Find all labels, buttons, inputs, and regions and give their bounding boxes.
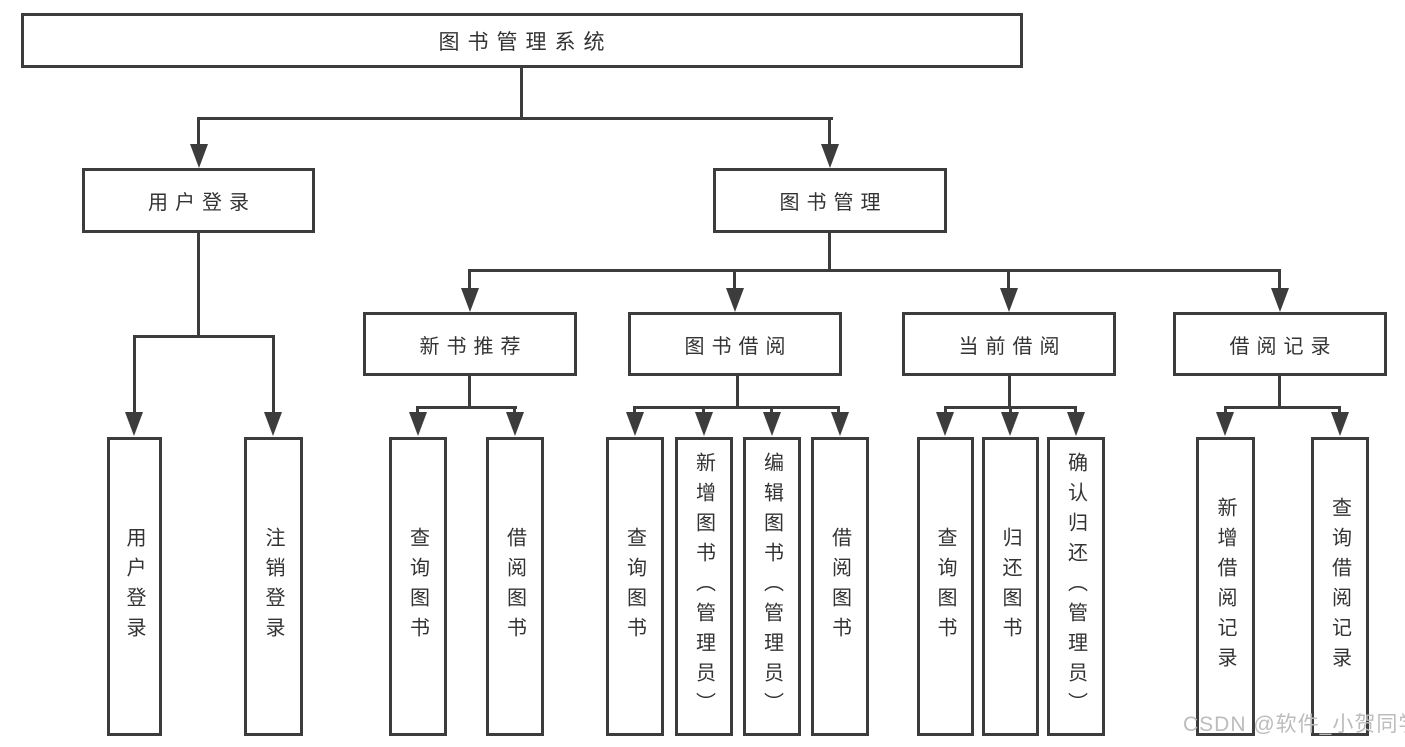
node-book-management-branch: 图书管理 [713, 168, 947, 233]
arrow-down-icon [506, 412, 524, 436]
connector-stub [1007, 269, 1010, 291]
connector-stub [770, 406, 773, 415]
node-borrow-records: 借阅记录 [1173, 312, 1387, 376]
connector-stub [513, 406, 516, 415]
csdn-watermark: CSDN @软件_小贺同学 [1183, 713, 1405, 736]
leaf-query-books-borrowing: 查询图书 [606, 437, 664, 736]
arrow-down-icon [1331, 412, 1349, 436]
arrow-down-icon [626, 412, 644, 436]
connector-stub [1074, 406, 1077, 415]
leaf-add-books-admin: 新增图书（管理员） [675, 437, 733, 736]
connector-root-bar [197, 117, 833, 120]
connector-mgmt-stem [828, 231, 831, 272]
connector-stem [468, 373, 471, 409]
connector-stub [633, 406, 636, 415]
arrow-down-icon [1271, 288, 1289, 312]
connector-stub [1009, 406, 1012, 415]
node-user-login-branch: 用户登录 [82, 168, 315, 233]
arrow-down-icon [409, 412, 427, 436]
connector-stub [133, 335, 136, 415]
arrow-down-icon [831, 412, 849, 436]
connector-stub [1224, 406, 1227, 415]
node-book-borrowing: 图书借阅 [628, 312, 842, 376]
connector-bar [1224, 406, 1341, 409]
connector-stub [702, 406, 705, 415]
leaf-user-login: 用户登录 [107, 437, 162, 736]
connector-stub [828, 117, 831, 147]
connector-stub [837, 406, 840, 415]
arrow-down-icon [726, 288, 744, 312]
leaf-borrow-books: 借阅图书 [811, 437, 869, 736]
leaf-return-books: 归还图书 [982, 437, 1039, 736]
arrow-down-icon [695, 412, 713, 436]
connector-login-stem [197, 231, 200, 338]
connector-stub [944, 406, 947, 415]
arrow-down-icon [264, 412, 282, 436]
node-new-book-recommend: 新书推荐 [363, 312, 577, 376]
arrow-down-icon [821, 144, 839, 168]
arrow-down-icon [763, 412, 781, 436]
leaf-logout: 注销登录 [244, 437, 303, 736]
leaf-add-borrow-record: 新增借阅记录 [1196, 437, 1255, 736]
leaf-query-books-recommend: 查询图书 [389, 437, 447, 736]
connector-login-bar [133, 335, 275, 338]
leaf-query-borrow-record: 查询借阅记录 [1311, 437, 1369, 736]
arrow-down-icon [1000, 288, 1018, 312]
connector-stem [1008, 373, 1011, 409]
arrow-down-icon [936, 412, 954, 436]
arrow-down-icon [1067, 412, 1085, 436]
leaf-borrow-books-recommend: 借阅图书 [486, 437, 544, 736]
connector-bar [633, 406, 840, 409]
connector-stub [416, 406, 419, 415]
connector-bar [416, 406, 517, 409]
connector-stem [1278, 373, 1281, 409]
connector-stub [1338, 406, 1341, 415]
connector-stem [736, 373, 739, 409]
arrow-down-icon [1216, 412, 1234, 436]
connector-stub [468, 269, 471, 291]
connector-root-stem [520, 67, 523, 120]
connector-stub [1278, 269, 1281, 291]
arrow-down-icon [125, 412, 143, 436]
node-current-borrowing: 当前借阅 [902, 312, 1116, 376]
leaf-confirm-return-admin: 确认归还（管理员） [1047, 437, 1105, 736]
arrow-down-icon [190, 144, 208, 168]
connector-mgmt-bar [468, 269, 1281, 272]
connector-stub [272, 335, 275, 415]
connector-stub [197, 117, 200, 147]
arrow-down-icon [461, 288, 479, 312]
arrow-down-icon [1001, 412, 1019, 436]
leaf-edit-books-admin: 编辑图书（管理员） [743, 437, 801, 736]
connector-stub [733, 269, 736, 291]
leaf-query-books-current: 查询图书 [917, 437, 974, 736]
node-library-management-system: 图书管理系统 [21, 13, 1023, 68]
